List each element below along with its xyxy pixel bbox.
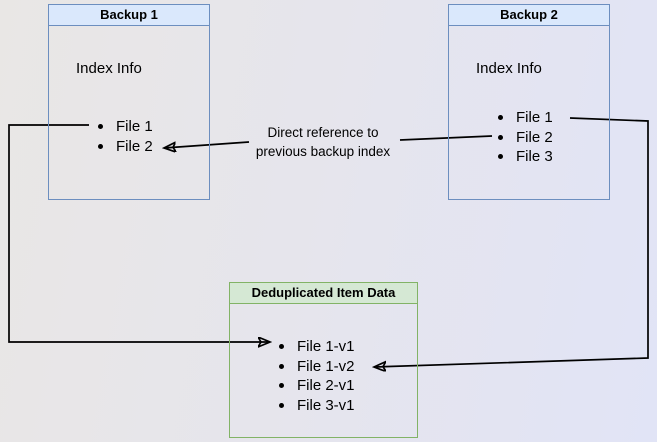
list-item: File 1 xyxy=(49,117,209,137)
backup1-index-info-label: Index Info xyxy=(76,60,142,77)
list-item: File 1-v2 xyxy=(230,357,417,377)
backup2-index-info-label: Index Info xyxy=(476,60,542,77)
bullet-icon xyxy=(279,363,284,369)
bullet-icon xyxy=(498,134,503,140)
file-label: File 1-v2 xyxy=(297,357,355,375)
dedup-store-box: Deduplicated Item Data File 1-v1 File 1-… xyxy=(229,282,418,438)
bullet-icon xyxy=(279,403,284,409)
list-item: File 1 xyxy=(449,108,609,128)
file-label: File 1-v1 xyxy=(297,338,355,356)
file-label: File 1 xyxy=(516,109,553,127)
reference-annotation: Direct reference to previous backup inde… xyxy=(238,123,408,161)
backup2-box: Backup 2 Index Info File 1 File 2 File 3 xyxy=(448,4,610,200)
file-label: File 3-v1 xyxy=(297,397,355,415)
file-label: File 2 xyxy=(516,128,553,146)
backup2-title: Backup 2 xyxy=(500,7,558,22)
backup1-header: Backup 1 xyxy=(49,5,209,26)
dedup-store-title: Deduplicated Item Data xyxy=(251,285,396,300)
backup1-title: Backup 1 xyxy=(100,7,158,22)
backup2-header: Backup 2 xyxy=(449,5,609,26)
bullet-icon xyxy=(279,344,284,350)
list-item: File 3 xyxy=(449,147,609,167)
annotation-line1: Direct reference to xyxy=(267,125,379,140)
file-label: File 2-v1 xyxy=(297,377,355,395)
list-item: File 1-v1 xyxy=(230,337,417,357)
annotation-line2: previous backup index xyxy=(255,144,391,159)
list-item: File 2 xyxy=(49,137,209,157)
list-item: File 3-v1 xyxy=(230,396,417,416)
file-label: File 3 xyxy=(516,148,553,166)
file-label: File 1 xyxy=(116,118,153,136)
bullet-icon xyxy=(498,154,503,160)
bullet-icon xyxy=(498,115,503,121)
bullet-icon xyxy=(98,143,103,149)
dedup-file-list: File 1-v1 File 1-v2 File 2-v1 File 3-v1 xyxy=(230,337,417,415)
bullet-icon xyxy=(279,383,284,389)
backup1-box: Backup 1 Index Info File 1 File 2 xyxy=(48,4,210,200)
list-item: File 2-v1 xyxy=(230,376,417,396)
dedup-store-header: Deduplicated Item Data xyxy=(230,283,417,304)
file-label: File 2 xyxy=(116,137,153,155)
backup2-file-list: File 1 File 2 File 3 xyxy=(449,108,609,167)
list-item: File 2 xyxy=(449,128,609,148)
bullet-icon xyxy=(98,124,103,130)
backup1-file-list: File 1 File 2 xyxy=(49,117,209,156)
